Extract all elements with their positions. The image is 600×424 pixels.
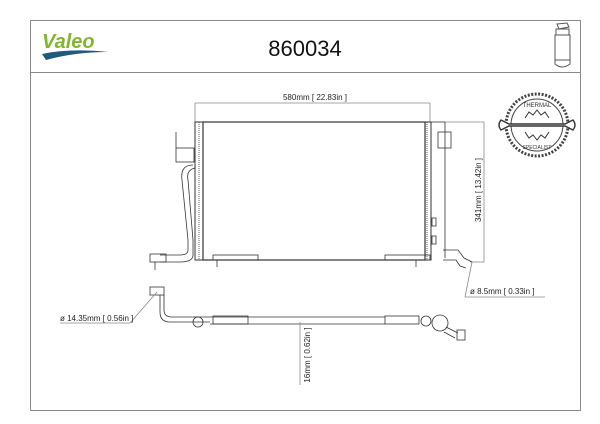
badge-top-text: THERMAL	[523, 103, 552, 109]
drier-bracket	[437, 131, 452, 149]
drawing-frame	[30, 20, 581, 411]
width-dimension: 580mm [ 22.83in ]	[283, 93, 347, 102]
valeo-logo: Valeo	[40, 30, 115, 67]
badge-bottom-text: SPECIALIST	[523, 145, 552, 151]
receiver-drier-bottle-icon	[554, 22, 571, 68]
inlet-fitting	[149, 286, 165, 296]
depth-dimension: 16mm [ 0.62in ]	[303, 327, 312, 382]
header-divider	[30, 72, 581, 73]
gear-icon	[524, 109, 550, 119]
condenser-core	[202, 121, 426, 261]
brand-text: Valeo	[42, 31, 95, 53]
wrench-icon	[498, 119, 576, 131]
part-number: 860034	[268, 36, 342, 61]
outlet-diameter: ø 8.5mm [ 0.33in ]	[470, 287, 534, 296]
inlet-diameter: ø 14.35mm [ 0.56in ]	[60, 314, 133, 323]
height-dimension: 341mm [ 13.42in ]	[474, 158, 483, 222]
thermal-specialist-badge: THERMAL SPECIALIST	[498, 92, 576, 158]
logo-swoosh	[42, 50, 108, 60]
